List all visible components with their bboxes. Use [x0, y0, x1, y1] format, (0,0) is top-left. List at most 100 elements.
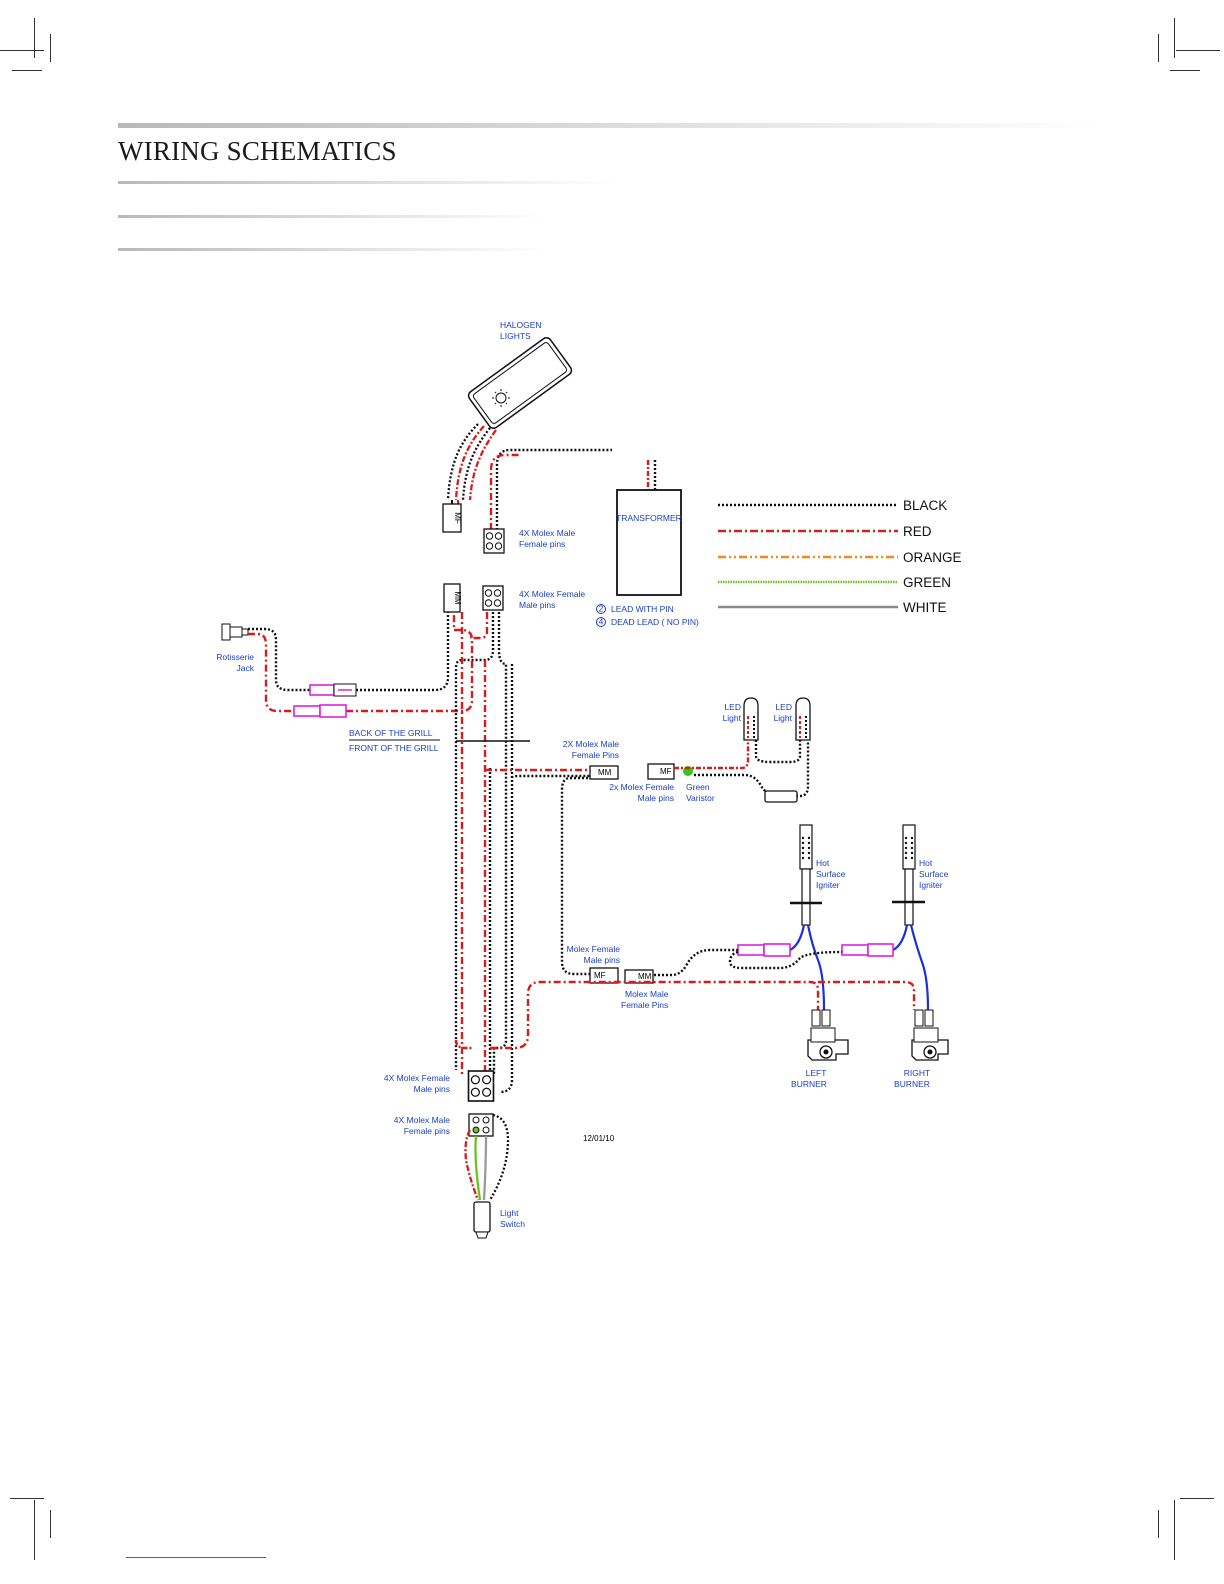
molex-2x-male-label-1: 2X Molex Male — [563, 739, 619, 749]
spade-connector-black — [309, 683, 357, 697]
halogen-mf-connector — [442, 503, 462, 533]
molex-2x-female-mf: MF — [660, 767, 672, 776]
light-switch-label-1: Light — [500, 1208, 519, 1218]
molex-bottom-male-label-2: Female pins — [404, 1126, 450, 1136]
halogen-mf-label: MF — [453, 512, 462, 524]
led-light-right-label-2: Light — [774, 713, 793, 723]
crop-mark — [34, 18, 35, 58]
footer-link-line — [126, 1557, 266, 1558]
wire-red — [248, 632, 294, 713]
molex-bottom-male-connector — [468, 1113, 494, 1137]
spade-connector-red — [293, 704, 347, 718]
crop-mark — [50, 1510, 51, 1538]
wire-white — [482, 1135, 488, 1201]
led-light-right — [795, 697, 811, 741]
right-burner — [911, 1009, 949, 1061]
molex-top-female-connector — [482, 585, 504, 611]
left-burner — [807, 1009, 849, 1061]
molex-top-male-label-2: Female pins — [519, 539, 565, 549]
molex-top-male-label-1: 4X Molex Male — [519, 528, 575, 538]
molex-2x-male-label-2: Female Pins — [572, 750, 619, 760]
halogen-light: HALOGEN LIGHTS — [467, 320, 573, 429]
wire-black — [495, 448, 612, 530]
molex-male-mid-label-2: Female Pins — [621, 1000, 668, 1010]
molex-bottom-female-label-2: Male pins — [414, 1084, 450, 1094]
crop-mark — [1174, 18, 1175, 58]
legend-label-green: GREEN — [903, 575, 951, 590]
molex-bottom-male-label-1: 4X Molex Male — [394, 1115, 450, 1125]
wire-black — [356, 612, 450, 692]
crop-mark — [1174, 1500, 1175, 1560]
light-switch-label-2: Switch — [500, 1219, 525, 1229]
molex-bottom-female-label-1: 4X Molex Female — [384, 1073, 450, 1083]
molex-female-mid-label-2: Male pins — [584, 955, 620, 965]
transformer-box — [616, 489, 682, 596]
wire-red — [489, 453, 520, 530]
molex-bottom-female-connector — [467, 1070, 495, 1102]
rotisserie-jack — [221, 623, 249, 641]
wire-black — [796, 740, 810, 798]
wire-red — [346, 612, 474, 713]
crop-mark — [1180, 1498, 1214, 1499]
molex-male-mid-label-1: Molex Male — [625, 989, 669, 999]
wire-black — [728, 950, 843, 970]
led-light-right-label-1: LED — [775, 702, 792, 712]
legend-label-red: RED — [903, 524, 932, 539]
legend-label-orange: ORANGE — [903, 550, 962, 565]
page-title: WIRING SCHEMATICS — [118, 136, 397, 166]
halogen-cable — [446, 423, 497, 505]
dead-lead-num: 4 — [599, 617, 604, 627]
dead-lead-marker — [596, 617, 606, 627]
rotisserie-label-1: Rotisserie — [216, 652, 254, 662]
main-trunk-wires — [454, 612, 514, 1094]
header-rule-2 — [118, 215, 548, 218]
green-varistor-label-2: Varistor — [686, 793, 715, 803]
hsi-right — [892, 824, 925, 926]
top-mm-label: MM — [453, 591, 462, 605]
wire-blue — [806, 924, 826, 1011]
hsi-left-label-1: Hot — [816, 858, 830, 868]
sun-icon — [492, 389, 510, 407]
wire-black — [560, 776, 592, 976]
wire-red — [818, 980, 916, 1010]
dead-lead-label: DEAD LEAD ( NO PIN) — [611, 617, 699, 627]
legend-label-black: BLACK — [903, 498, 947, 513]
molex-2x-female-label-1: 2x Molex Female — [609, 782, 674, 792]
wire-blue — [892, 924, 909, 951]
led-light-left-label-2: Light — [723, 713, 742, 723]
crop-mark — [12, 70, 42, 71]
molex-2x-male-connector — [589, 765, 619, 780]
halogen-label-line1: HALOGEN — [500, 320, 542, 330]
wire-black — [248, 627, 310, 692]
front-of-grill-label: FRONT OF THE GRILL — [349, 743, 439, 753]
wire-red — [674, 740, 750, 770]
molex-top-female-label-1: 4X Molex Female — [519, 589, 585, 599]
wire-red — [490, 980, 820, 1050]
wire-black — [754, 740, 802, 764]
wire-blue — [909, 924, 930, 1011]
back-of-grill-label: BACK OF THE GRILL — [349, 728, 433, 738]
wire-blue — [789, 924, 806, 951]
halogen-label-line2: LIGHTS — [500, 331, 531, 341]
header-rule-3 — [118, 248, 548, 251]
wire-black — [510, 774, 592, 779]
legend-label-white: WHITE — [903, 600, 947, 615]
spade-connector-right-igniter — [841, 943, 894, 957]
lead-with-pin-num: 2 — [599, 604, 604, 614]
header-rule-top — [118, 123, 1098, 128]
spade-connector-left-igniter — [737, 943, 791, 957]
molex-2x-male-mm: MM — [598, 768, 612, 777]
lead-with-pin-marker — [596, 604, 606, 614]
wire-black — [489, 1113, 510, 1201]
crop-mark — [1158, 34, 1159, 62]
molex-2x-female-connector — [647, 763, 675, 780]
molex-female-mid-mf: MF — [594, 971, 606, 980]
led-light-left — [743, 697, 759, 741]
hsi-left — [790, 824, 822, 926]
crop-mark — [1158, 1510, 1159, 1538]
hsi-right-label-3: Igniter — [919, 880, 943, 890]
rotisserie-label-2: Jack — [237, 663, 255, 673]
transformer-label: TRANSFORMER — [616, 513, 682, 523]
molex-top-male-connector — [483, 528, 505, 554]
hsi-right-label-2: Surface — [919, 869, 949, 879]
